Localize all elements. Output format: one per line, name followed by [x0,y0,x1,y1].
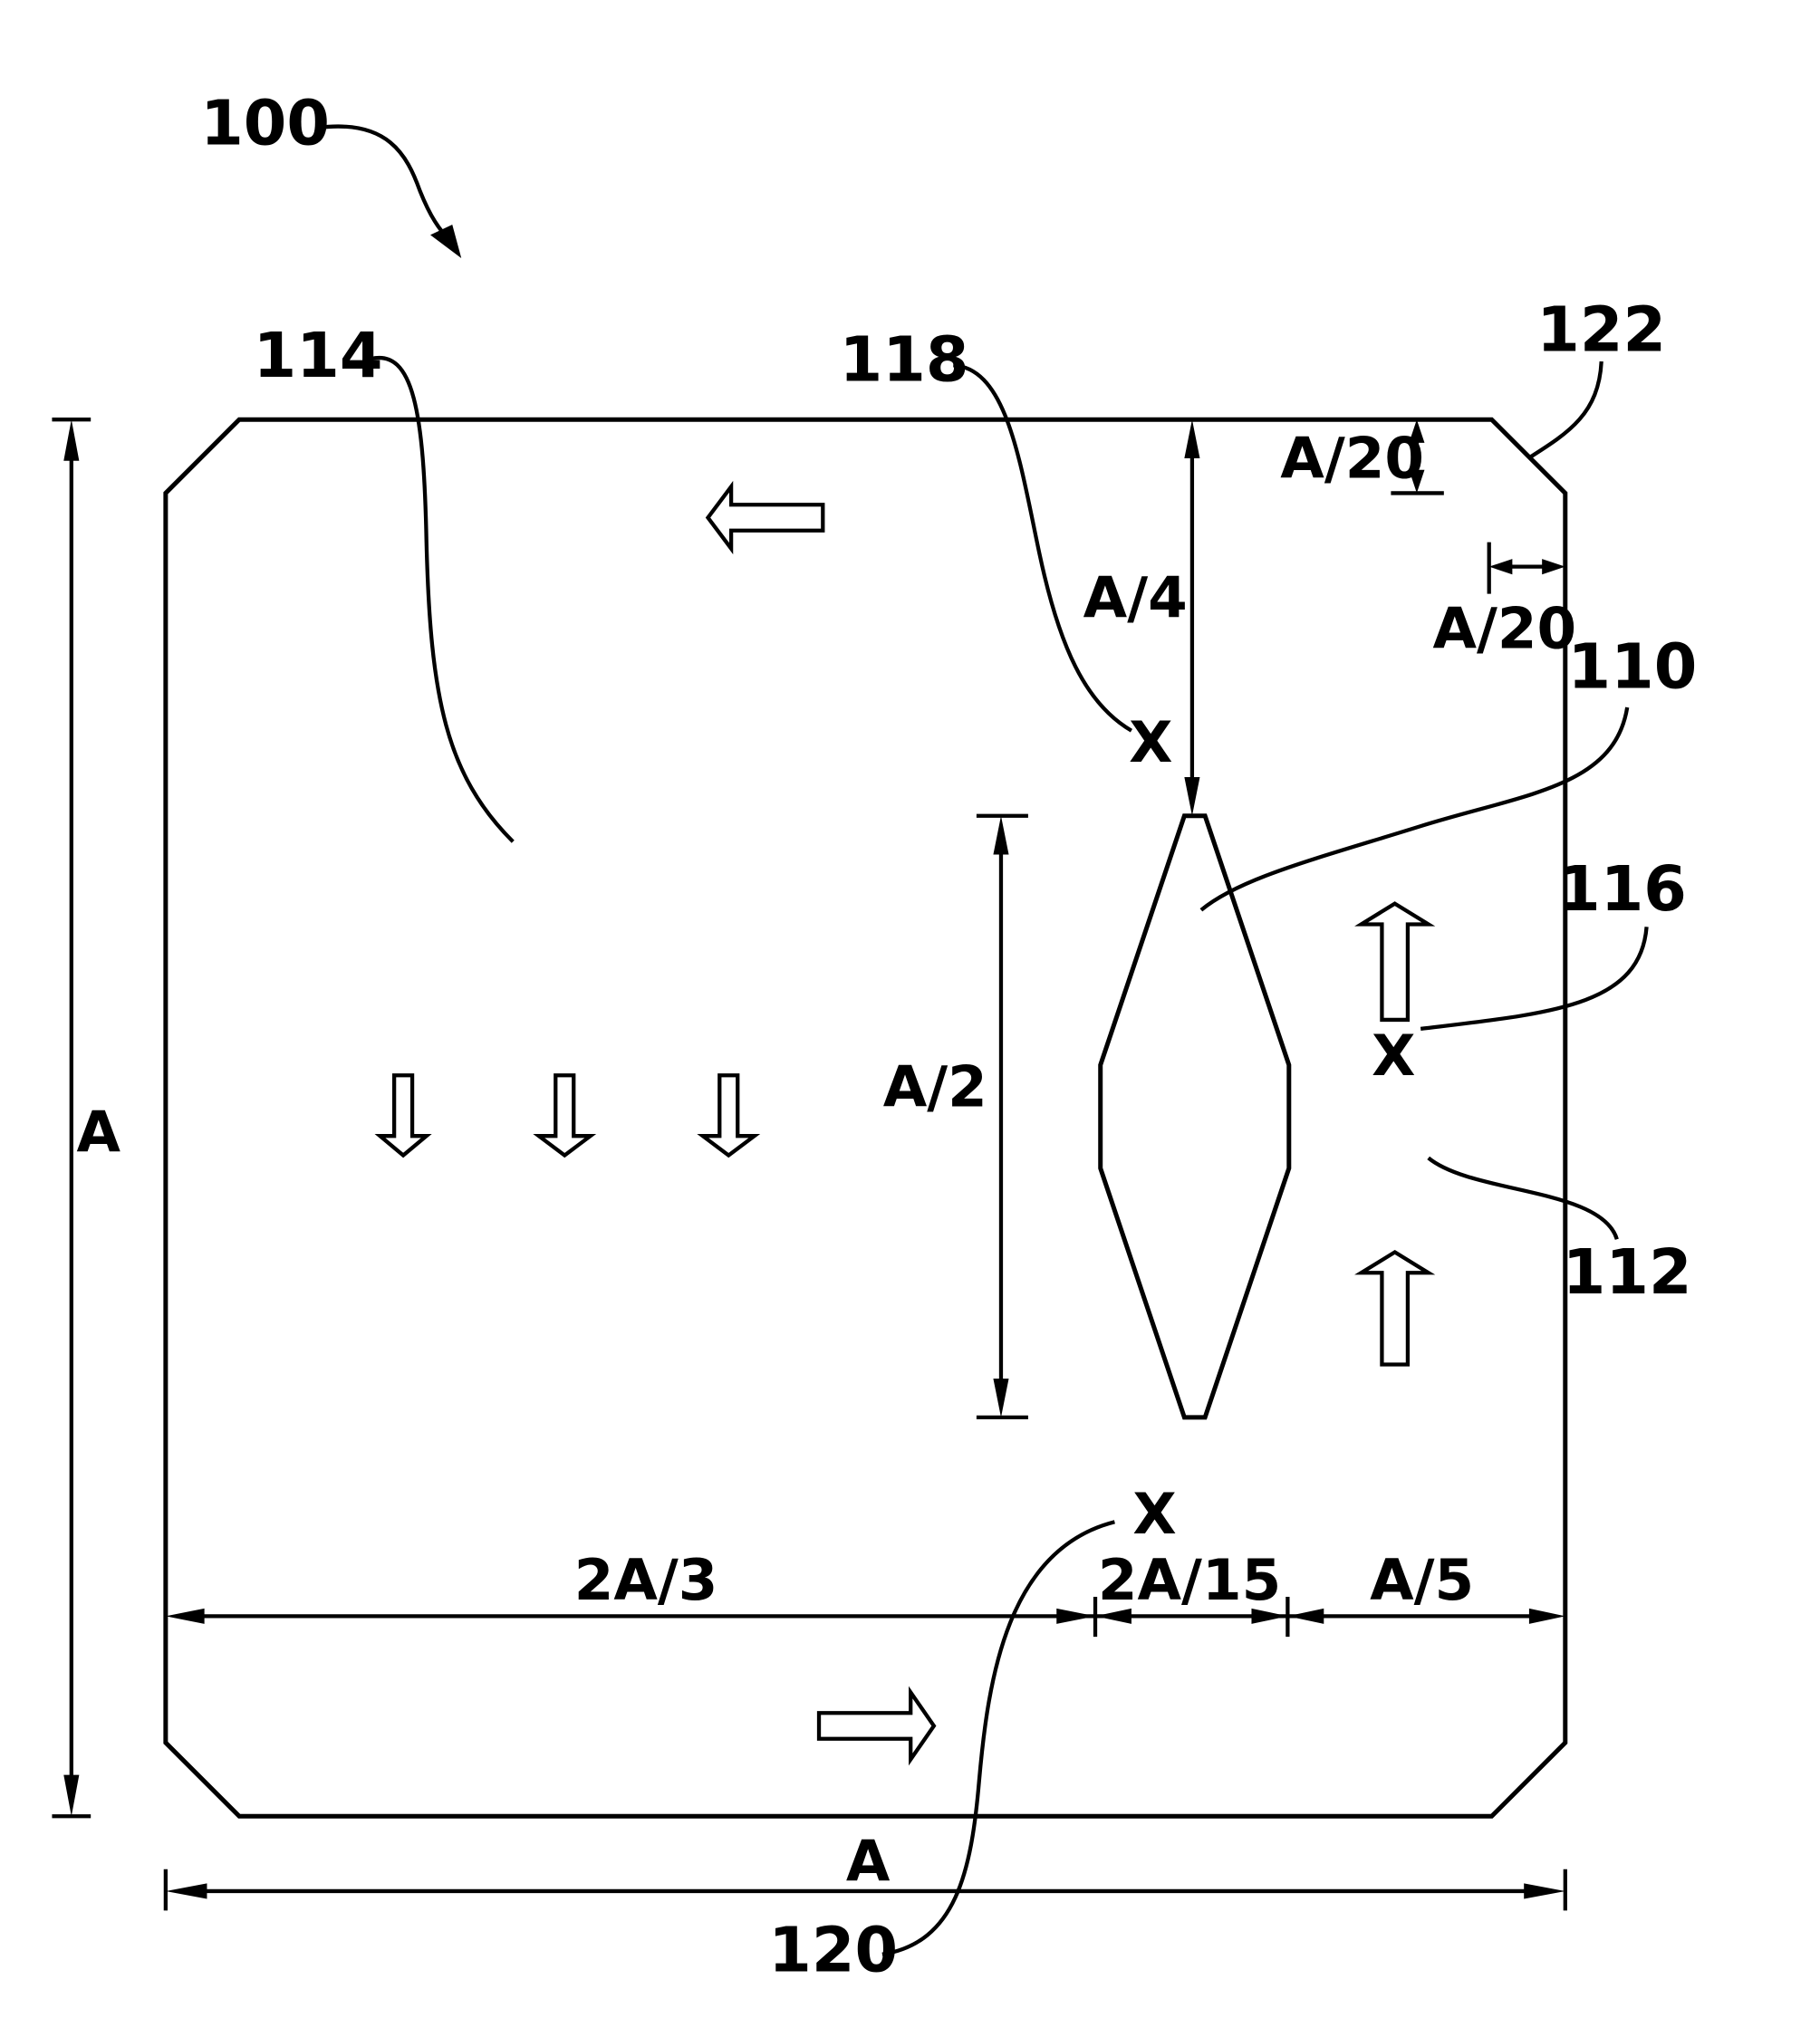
dim-bottom-arrowhead-right [1524,1883,1565,1898]
dim-a4-arrowhead-bottom [1184,777,1199,816]
ref-100-arrowhead [430,225,461,258]
dim-a5-arrowhead-left [1287,1609,1324,1624]
flow-arrow-left-top [708,486,823,548]
dim-left-arrowhead-top [63,419,79,461]
flow-arrow-right-bottom [819,1692,934,1759]
dim-chamfer-h-label: A/20 [1432,595,1576,661]
ref-122: 122 [1536,295,1666,367]
ref-120: 120 [768,1915,898,1986]
flow-arrow-down-1 [380,1075,426,1155]
dim-left-arrowhead-bottom [63,1775,79,1817]
flow-arrow-down-2 [539,1075,591,1155]
dim-a4-arrowhead-top [1184,419,1199,458]
dim-chamfer-h-arrowhead-left [1489,559,1513,574]
dim-a4-label: A/4 [1083,564,1188,630]
dim-chamfer-v-label: A/20 [1280,425,1424,491]
dim-2a3-arrowhead-right [1056,1609,1095,1624]
dim-bottom-arrowhead-left [166,1883,207,1898]
marker-x-118: X [1129,709,1172,775]
ref-118: 118 [840,324,969,396]
marker-x-120: X [1132,1481,1176,1547]
ref-100-leader [318,127,449,241]
dim-a5-label: A/5 [1370,1547,1474,1613]
ref-114: 114 [254,321,383,392]
ref-110: 110 [1568,632,1698,704]
dim-a2-label: A/2 [883,1053,987,1119]
ref-122-leader [1530,361,1601,456]
substrate-outline [166,419,1565,1816]
dim-2a15-label: 2A/15 [1098,1547,1281,1613]
dim-chamfer-h-arrowhead-right [1542,559,1565,574]
dim-a2-arrowhead-bottom [993,1379,1008,1417]
dim-a5-arrowhead-right [1529,1609,1565,1624]
dim-a2-arrowhead-top [993,816,1008,855]
ref-116: 116 [1557,854,1687,926]
ref-100: 100 [200,89,330,160]
flow-arrow-down-3 [703,1075,755,1155]
ref-114-leader [371,358,513,841]
ref-116-leader [1420,927,1646,1029]
flow-arrow-up-lower [1362,1252,1429,1364]
flow-arrow-up-upper [1362,904,1429,1020]
ref-112-leader [1429,1158,1617,1239]
central-opening-110 [1101,816,1289,1417]
dim-left-label: A [76,1099,120,1165]
ref-112: 112 [1563,1237,1692,1309]
marker-x-116: X [1372,1023,1415,1089]
dim-bottom-label: A [846,1829,891,1895]
dim-2a3-arrowhead-left [166,1609,205,1624]
dim-2a3-label: 2A/3 [574,1547,718,1613]
